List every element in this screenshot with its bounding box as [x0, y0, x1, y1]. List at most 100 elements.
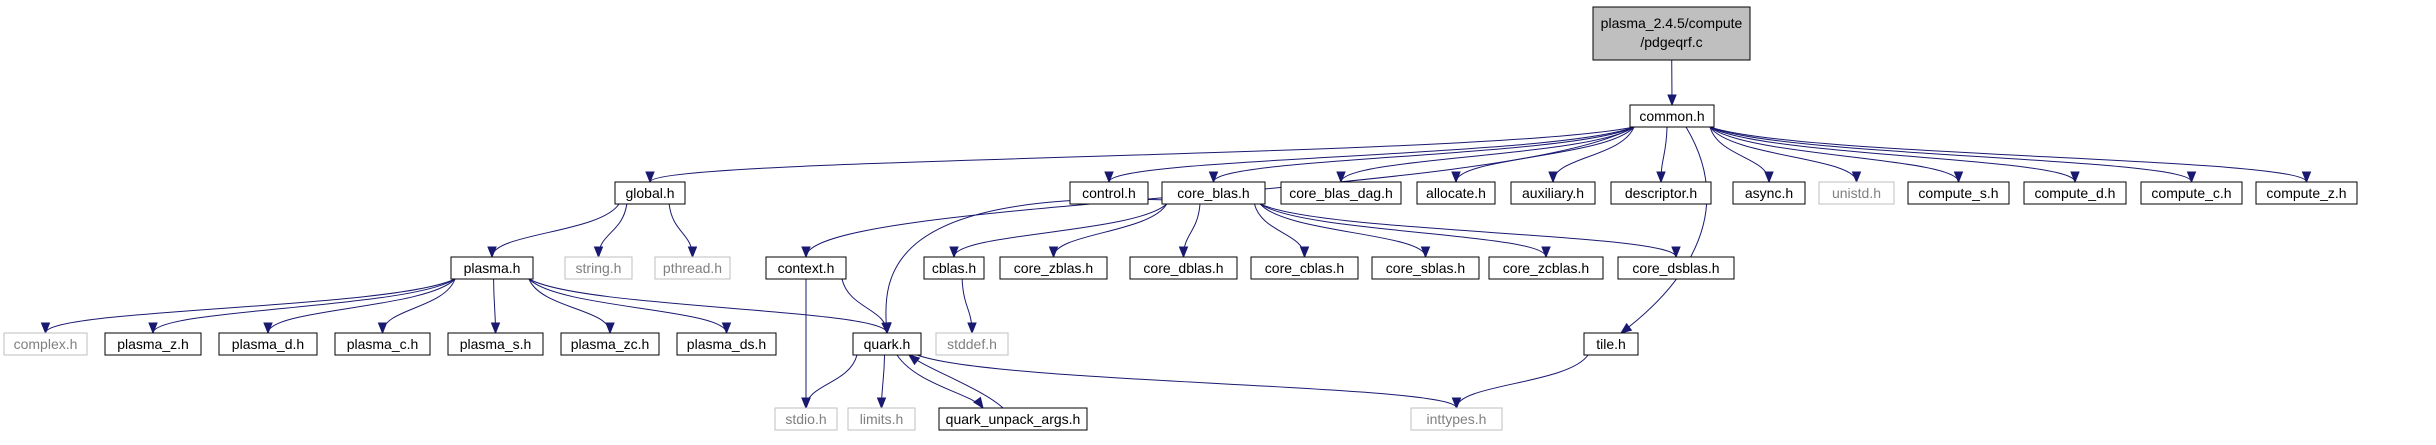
arrowhead [1336, 171, 1346, 184]
edge-common-to-compute_d [1709, 126, 2080, 184]
node-compute-s[interactable]: compute_s.h [1907, 181, 2010, 205]
node-box [1510, 181, 1596, 205]
edge-line [1709, 126, 2307, 183]
arrowhead [907, 354, 921, 366]
node-plasma-c[interactable]: plasma_c.h [334, 332, 431, 356]
node-tile[interactable]: tile.h [1583, 332, 1639, 356]
edge-quark-to-limits [876, 354, 887, 410]
node-core-cblas[interactable]: core_cblas.h [1250, 256, 1359, 280]
node-label: compute_c.h [2151, 185, 2231, 201]
node-label: plasma_2.4.5/compute [1601, 15, 1743, 31]
node-plasma[interactable]: plasma.h [450, 256, 534, 280]
node-compute-z[interactable]: compute_z.h [2255, 181, 2358, 205]
node-complex: complex.h [3, 332, 88, 356]
node-plasma-zc[interactable]: plasma_zc.h [560, 332, 660, 356]
edge-line [896, 354, 984, 409]
arrowhead [1299, 246, 1310, 259]
node-plasma-z[interactable]: plasma_z.h [104, 332, 202, 356]
edge-line [1340, 126, 1635, 183]
edge-line [1709, 126, 1857, 183]
node-async[interactable]: async.h [1732, 181, 1806, 205]
node-context[interactable]: context.h [765, 256, 847, 280]
node-label: stdio.h [785, 411, 826, 427]
node-label: common.h [1639, 108, 1704, 124]
edge-quark-to-inttypes [916, 354, 1462, 410]
edge-global-to-string [593, 203, 628, 259]
arrowhead [1420, 246, 1431, 259]
node-label: compute_d.h [2035, 185, 2116, 201]
node-label: stddef.h [947, 336, 997, 352]
edge-core_blas-to-core_sblas [1259, 203, 1431, 259]
node-stdio: stdio.h [774, 407, 838, 431]
node-global[interactable]: global.h [614, 181, 686, 205]
node-label: plasma_c.h [347, 336, 419, 352]
edge-line [1108, 126, 1635, 183]
node-plasma-ds[interactable]: plasma_ds.h [676, 332, 777, 356]
arrowhead [487, 246, 497, 259]
edge-line [152, 278, 456, 334]
arrowhead [1671, 246, 1681, 259]
node-common[interactable]: common.h [1629, 104, 1715, 128]
arrowhead [377, 322, 388, 335]
node-label: plasma_z.h [117, 336, 189, 352]
node-allocate[interactable]: allocate.h [1416, 181, 1496, 205]
node-plasma-d[interactable]: plasma_d.h [218, 332, 318, 356]
edge-context-to-quark [841, 278, 892, 335]
edge-common-to-auxiliary [1548, 126, 1635, 184]
edge-common-to-global [645, 126, 1635, 184]
node-plasma-s[interactable]: plasma_s.h [447, 332, 544, 356]
edge-common-to-async [1709, 126, 1774, 184]
arrowhead [593, 246, 604, 259]
node-box [1610, 181, 1712, 205]
node-quark[interactable]: quark.h [852, 332, 922, 356]
node-box [1907, 181, 2010, 205]
node-core-blas[interactable]: core_blas.h [1161, 181, 1266, 205]
node-core-sblas[interactable]: core_sblas.h [1371, 256, 1480, 280]
node-box [676, 332, 777, 356]
node-core-zblas[interactable]: core_zblas.h [999, 256, 1108, 280]
node-box [1629, 104, 1715, 128]
edge-global-to-plasma [487, 203, 620, 259]
node-label: async.h [1745, 185, 1793, 201]
node-core-zcblas[interactable]: core_zcblas.h [1488, 256, 1604, 280]
node-box [450, 256, 534, 280]
node-label: allocate.h [1426, 185, 1486, 201]
node-auxiliary[interactable]: auxiliary.h [1510, 181, 1596, 205]
edge-line [916, 354, 1457, 409]
node-core-dsblas[interactable]: core_dsblas.h [1617, 256, 1735, 280]
node-core-blas-dag[interactable]: core_blas_dag.h [1280, 181, 1402, 205]
edge-core_blas-to-cblas [949, 203, 1168, 259]
node-label: core_dsblas.h [1632, 260, 1719, 276]
node-cblas[interactable]: cblas.h [923, 256, 985, 280]
node-quark-unpack-args[interactable]: quark_unpack_args.h [938, 407, 1088, 431]
node-compute-c[interactable]: compute_c.h [2140, 181, 2243, 205]
edge-line [885, 198, 1169, 334]
node-compute-d[interactable]: compute_d.h [2023, 181, 2127, 205]
edge-line [491, 203, 620, 258]
node-box [774, 407, 838, 431]
edge-common-to-control [1104, 126, 1635, 184]
edge-line [649, 126, 1635, 183]
node-box [560, 332, 660, 356]
node-control[interactable]: control.h [1069, 181, 1149, 205]
edge-line [598, 203, 628, 258]
edge-plasma-to-plasma_c [377, 278, 456, 335]
arrowhead [721, 322, 732, 335]
arrowhead [1764, 171, 1774, 184]
edge-line [1709, 126, 2192, 183]
node-box [334, 332, 431, 356]
edge-line [1620, 126, 1708, 334]
arrowhead [605, 322, 615, 335]
node-descriptor[interactable]: descriptor.h [1610, 181, 1712, 205]
edge-root-to-common [1667, 59, 1677, 107]
edge-line [1053, 203, 1168, 258]
arrowhead [490, 322, 501, 335]
node-limits: limits.h [847, 407, 916, 431]
node-box [935, 332, 1009, 356]
node-core-dblas[interactable]: core_dblas.h [1129, 256, 1238, 280]
node-box [3, 332, 88, 356]
node-label: limits.h [860, 411, 904, 427]
arrowhead [1048, 246, 1059, 259]
node-box [218, 332, 318, 356]
